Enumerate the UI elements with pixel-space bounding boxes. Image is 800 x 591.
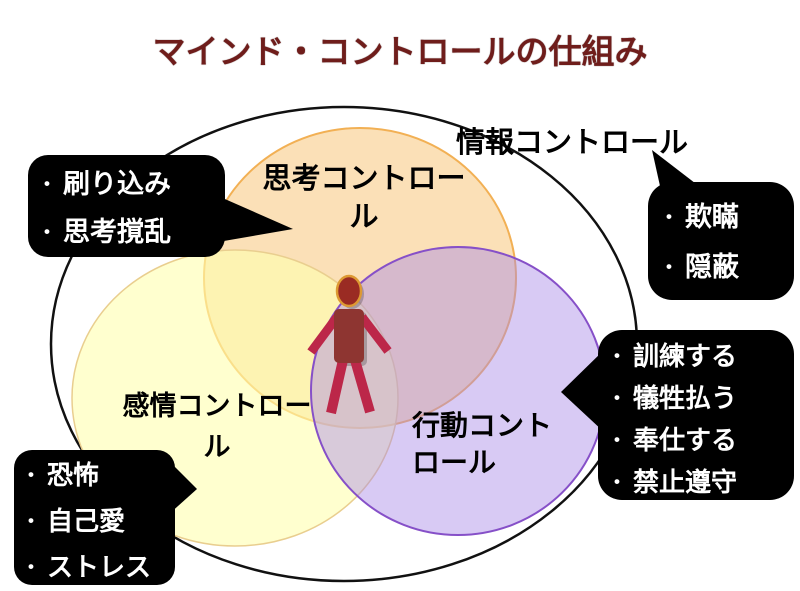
behavior-circle-label: 行動コント ロール [412,410,553,478]
bullet-icon: • [666,257,672,276]
bullet-icon: • [28,557,34,576]
callout-item-text: 恐怖 [46,460,99,490]
bullet-icon: • [44,174,50,193]
callout-item: • 訓練する [614,337,794,379]
callout-item-text: 禁止遵守 [632,467,737,497]
bullet-icon: • [666,207,672,226]
person-head [335,274,363,308]
bullet-icon: • [28,511,34,530]
callout-item-text: 刷り込み [62,169,171,199]
callout-item: • 自己愛 [28,500,175,546]
person-leg-left [326,358,348,415]
callout-item-text: 隠蔽 [684,252,739,282]
callout-item-text: 奉仕する [632,425,737,455]
callout-training: • 訓練する • 犠牲払う • 奉仕する • 禁止遵守 [598,330,794,500]
callout-item-text: 訓練する [632,341,737,371]
callout-item: • 奉仕する [614,421,794,463]
callout-tail-training [561,350,604,432]
bullet-icon: • [614,346,620,365]
callout-item: • 隠蔽 [666,244,794,294]
callout-item-text: 思考撹乱 [62,217,171,247]
person-leg-right [350,358,375,414]
callout-item: • 禁止遵守 [614,463,794,505]
callout-item: • 思考撹乱 [44,210,225,258]
person-arm-right [358,314,392,354]
bullet-icon: • [614,430,620,449]
callout-item: • 恐怖 [28,454,175,500]
callout-tail-emotion [168,460,197,515]
callout-item-text: 自己愛 [46,506,125,536]
outer-circle-label: 情報コントロール [456,127,689,159]
callout-deception: • 欺瞞 • 隠蔽 [648,182,794,300]
callout-imprinting: • 刷り込み • 思考撹乱 [28,155,225,257]
person-torso [334,309,364,363]
callout-tail-imprinting [218,196,293,242]
bullet-icon: • [44,222,50,241]
emotion-circle-label: 感情コントロー ル [122,391,312,462]
callout-item: • 犠牲払う [614,379,794,421]
page-title: マインド・コントロールの仕組み [152,33,648,70]
thought-circle-label: 思考コントロー ル [262,163,466,233]
bullet-icon: • [614,472,620,491]
bullet-icon: • [614,388,620,407]
callout-item-text: ストレス [46,552,151,582]
callout-item: • 刷り込み [44,162,225,210]
callout-emotion-levers: • 恐怖 • 自己愛 • ストレス [14,450,175,585]
callout-item: • 欺瞞 [666,194,794,244]
callout-item: • ストレス [28,546,175,591]
bullet-icon: • [28,465,34,484]
person-figure [307,274,392,415]
person-arm-left [307,314,341,355]
callout-item-text: 欺瞞 [684,202,739,232]
callout-item-text: 犠牲払う [632,383,737,413]
